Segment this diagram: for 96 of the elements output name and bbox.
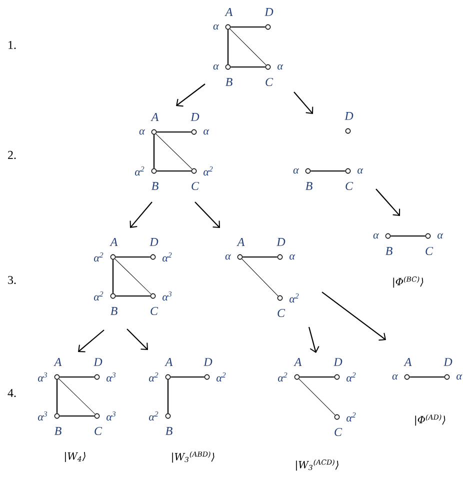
vertex-letter: B bbox=[305, 182, 312, 190]
ket-label: |W$_{3}$$^{(ABD)}$⟩ bbox=[172, 451, 214, 463]
vertex-letter: D bbox=[444, 358, 452, 366]
vertex-letter: B bbox=[225, 78, 232, 86]
vertex-letter: D bbox=[190, 113, 200, 121]
alpha-label: α bbox=[225, 254, 231, 260]
graph-edge bbox=[230, 66, 266, 68]
graph-edge bbox=[112, 260, 114, 294]
vertex-letter: A bbox=[150, 113, 159, 121]
ket-label: |Φ$^{(BC)}$⟩ bbox=[393, 276, 424, 288]
alpha-label: α$^{2}$ bbox=[290, 293, 299, 303]
graph-edge bbox=[116, 295, 150, 297]
graph-edge bbox=[170, 376, 204, 378]
alpha-label: α$^{2}$ bbox=[94, 252, 104, 262]
alpha-label: α bbox=[213, 64, 219, 70]
graph-edge bbox=[298, 378, 336, 416]
graph-edge bbox=[156, 134, 192, 170]
vertex-letter: C bbox=[150, 306, 158, 316]
level-number: 2. bbox=[8, 150, 16, 160]
alpha-label: α bbox=[204, 129, 210, 135]
vertex-letter: D bbox=[334, 358, 342, 366]
ket-label: |W$_{4}$⟩ bbox=[65, 452, 86, 462]
alpha-label: α$^{3}$ bbox=[38, 372, 48, 382]
graph-edge bbox=[300, 376, 334, 378]
alpha-label: α$^{3}$ bbox=[106, 372, 116, 382]
vertex-letter: A bbox=[110, 238, 118, 246]
vertex-letter: D bbox=[276, 238, 286, 246]
graph-edge bbox=[310, 170, 346, 172]
graph-edge bbox=[230, 28, 266, 66]
vertex-letter: D bbox=[204, 358, 212, 366]
vertex-letter: A bbox=[54, 358, 62, 366]
vertex-letter: D bbox=[264, 8, 274, 16]
graph-edge bbox=[116, 256, 150, 258]
vertex-letter: C bbox=[94, 426, 102, 436]
ket-label: |Φ$^{(AD)}$⟩ bbox=[415, 414, 446, 426]
level-number: 3. bbox=[8, 276, 16, 284]
graph-edge bbox=[156, 131, 192, 133]
graph-edge bbox=[60, 376, 94, 378]
alpha-label: α$^{3}$ bbox=[106, 411, 116, 421]
vertex-letter: A bbox=[404, 358, 412, 366]
alpha-label: α$^{2}$ bbox=[94, 291, 104, 301]
graph-edge bbox=[153, 134, 155, 168]
alpha-label: α$^{2}$ bbox=[135, 166, 144, 176]
vertex-letter: C bbox=[192, 182, 200, 190]
alpha-label: α$^{3}$ bbox=[162, 291, 172, 301]
alpha-label: α bbox=[278, 64, 284, 70]
alpha-label: α bbox=[438, 233, 444, 239]
alpha-label: α$^{2}$ bbox=[149, 411, 158, 421]
vertex-letter: B bbox=[54, 427, 62, 435]
vertex-letter: A bbox=[224, 8, 233, 16]
graph-edge bbox=[156, 170, 192, 172]
graph-edge bbox=[242, 258, 278, 296]
level-number: 4. bbox=[8, 388, 16, 398]
alpha-label: α bbox=[456, 374, 462, 380]
graph-edge bbox=[410, 376, 444, 378]
graph-edge bbox=[227, 30, 229, 64]
alpha-label: α$^{2}$ bbox=[149, 372, 158, 382]
graph-edge bbox=[242, 256, 278, 258]
level-number: 1. bbox=[8, 40, 16, 50]
alpha-label: α$^{2}$ bbox=[346, 412, 356, 422]
alpha-label: α bbox=[358, 168, 364, 174]
alpha-label: α$^{2}$ bbox=[346, 372, 356, 382]
vertex-letter: C bbox=[266, 78, 274, 86]
alpha-label: α bbox=[139, 129, 145, 135]
graph-edge bbox=[230, 26, 266, 28]
ket-label: |W$_{3}$$^{(ACD)}$⟩ bbox=[296, 459, 338, 471]
alpha-label: α$^{3}$ bbox=[38, 411, 48, 421]
graph-edge bbox=[58, 378, 96, 414]
alpha-label: α bbox=[373, 233, 379, 239]
graph-edge bbox=[114, 258, 152, 294]
vertex-letter: A bbox=[164, 358, 173, 366]
vertex-letter: D bbox=[150, 238, 158, 246]
vertex-letter: A bbox=[236, 238, 245, 246]
vertex-letter: A bbox=[294, 358, 302, 366]
vertex-letter: D bbox=[344, 112, 354, 120]
graph-edge bbox=[167, 380, 169, 414]
graph-edge bbox=[60, 415, 94, 417]
vertex-letter: C bbox=[278, 308, 286, 318]
vertex-letter: B bbox=[151, 182, 158, 190]
alpha-label: α bbox=[293, 168, 299, 174]
vertex-letter: C bbox=[334, 428, 342, 436]
alpha-label: α bbox=[290, 254, 296, 260]
vertex-letter: B bbox=[385, 247, 392, 255]
alpha-label: α bbox=[213, 24, 219, 30]
alpha-label: α$^{2}$ bbox=[216, 372, 226, 382]
alpha-label: α$^{2}$ bbox=[204, 166, 213, 176]
alpha-label: α$^{2}$ bbox=[162, 252, 172, 262]
graph-edge bbox=[56, 380, 58, 414]
alpha-label: α$^{2}$ bbox=[278, 372, 288, 382]
vertex-letter: C bbox=[426, 246, 434, 256]
graph-edge bbox=[390, 235, 426, 237]
vertex-letter: D bbox=[94, 358, 102, 366]
vertex-letter: B bbox=[165, 427, 172, 435]
alpha-label: α bbox=[392, 374, 398, 380]
vertex-letter: C bbox=[346, 182, 354, 190]
vertex-letter: B bbox=[110, 307, 118, 315]
